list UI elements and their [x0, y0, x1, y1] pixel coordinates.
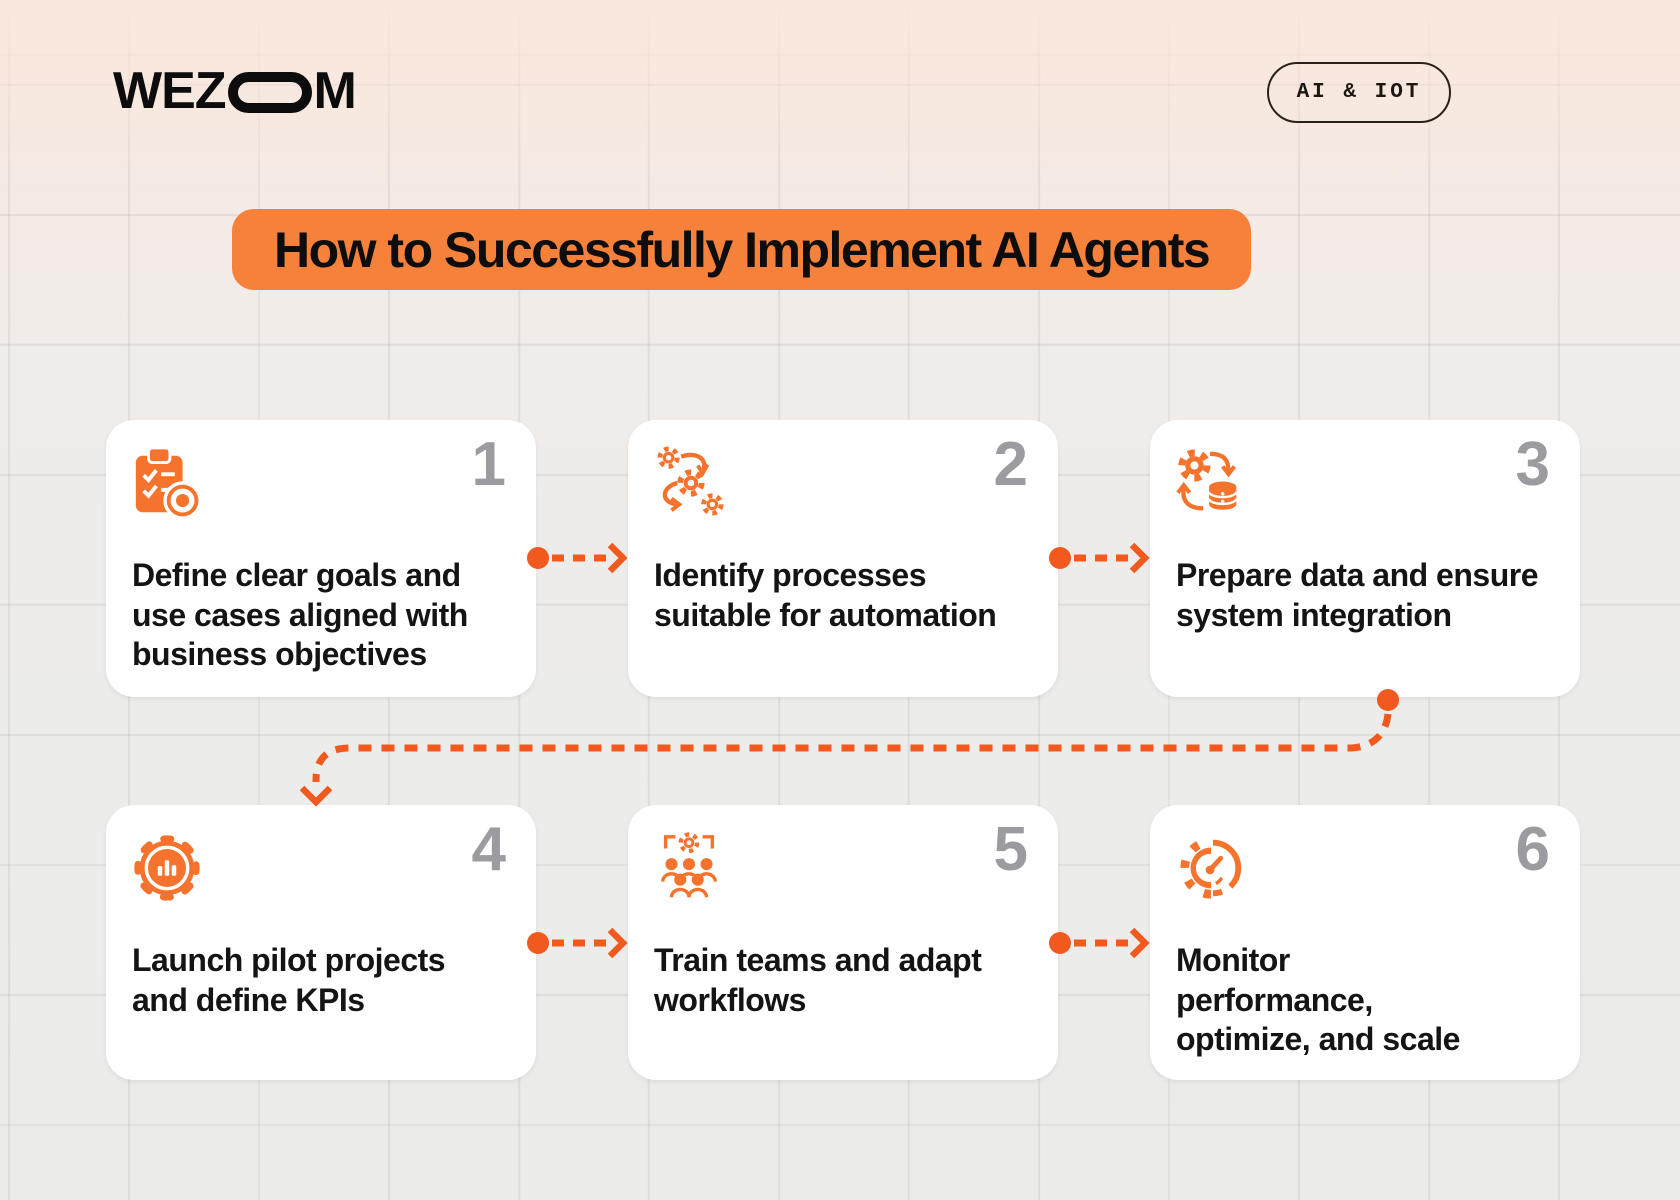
page-title: How to Successfully Implement AI Agents — [274, 221, 1211, 278]
step-number: 6 — [1515, 815, 1550, 884]
step-card-2: 2 Identify processes suitable for automa… — [628, 420, 1058, 697]
team-gear-icon — [661, 832, 717, 898]
step-number: 1 — [471, 430, 506, 499]
step-number: 2 — [993, 430, 1028, 499]
team-card: 5 Train teams and adapt workflows — [628, 805, 1058, 1080]
process-gears-flow-icon — [657, 446, 724, 516]
clipboard-checklist-target-icon — [135, 446, 202, 520]
flow-arrow-1-2 — [527, 542, 628, 574]
logo-o-shape — [227, 71, 312, 113]
step-text: Define clear goals and use cases aligned… — [132, 557, 468, 673]
step-text: Launch pilot projects and define KPIs — [132, 942, 446, 1018]
step-text: Identify processes suitable for automati… — [654, 557, 997, 633]
step-card-3: 3 Prepare data and ensure system integra… — [1150, 420, 1580, 697]
step-card-4: 4 Launch pilot projects and define KPIs — [106, 805, 536, 1080]
step-text: Monitor performance, optimize, and scale — [1176, 942, 1460, 1058]
title-banner: How to Successfully Implement AI Agents — [232, 209, 1252, 290]
step-number: 3 — [1515, 430, 1550, 499]
logo-text-prefix: WEZ — [113, 62, 227, 120]
badge-label: AI & IOT — [1296, 81, 1422, 104]
step-text: Train teams and adapt workflows — [654, 942, 982, 1018]
flow-arrow-2-3 — [1049, 542, 1150, 574]
step-number: 5 — [993, 815, 1028, 884]
step-number: 4 — [471, 815, 506, 884]
step-text: Prepare data and ensure system integrati… — [1176, 557, 1538, 633]
ai-iot-badge: AI & IOT — [1267, 62, 1451, 123]
logo-text-suffix: M — [313, 62, 357, 120]
wezom-logo: WEZ M — [113, 62, 357, 120]
flow-arrow-4-5 — [527, 927, 628, 959]
flow-arrow-5-6 — [1049, 927, 1150, 959]
gauge-gear-icon — [1180, 837, 1242, 899]
step-card-6: 6 Monitor performance, optimize, and sca… — [1150, 805, 1580, 1080]
gear-bar-chart-icon — [134, 835, 200, 901]
gear-database-sync-icon — [1176, 449, 1238, 511]
step-card-1: 1 Define clear goals and use cases align… — [106, 420, 536, 697]
